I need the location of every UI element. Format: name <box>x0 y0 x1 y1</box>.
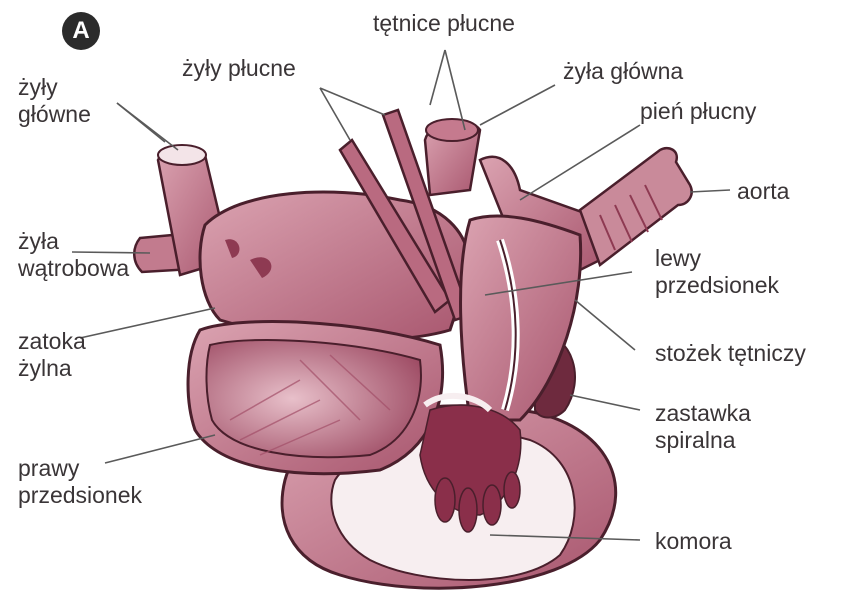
label-zyly-glowne: żyły główne <box>18 74 91 128</box>
label-zastawka-spiralna: zastawka spiralna <box>655 400 751 454</box>
label-zyla-watrobowa-line1: żyła <box>18 228 129 255</box>
label-zastawka-spiralna-line2: spiralna <box>655 427 751 454</box>
label-zyla-watrobowa-line2: wątrobowa <box>18 255 129 282</box>
label-zyly-glowne-line2: główne <box>18 101 91 128</box>
label-lewy-przedsionek-line1: lewy <box>655 245 779 272</box>
label-zyly-glowne-line1: żyły <box>18 74 91 101</box>
label-prawy-przedsionek: prawy przedsionek <box>18 455 142 509</box>
label-stozek-tetniczy: stożek tętniczy <box>655 340 806 367</box>
label-zyly-plucne: żyły płucne <box>182 55 296 82</box>
label-lewy-przedsionek: lewy przedsionek <box>655 245 779 299</box>
label-prawy-przedsionek-line2: przedsionek <box>18 482 142 509</box>
label-zatoka-zylna-line1: zatoka <box>18 328 86 355</box>
label-aorta: aorta <box>737 178 789 205</box>
label-prawy-przedsionek-line1: prawy <box>18 455 142 482</box>
label-zastawka-spiralna-line1: zastawka <box>655 400 751 427</box>
label-komora: komora <box>655 528 732 555</box>
label-lewy-przedsionek-line2: przedsionek <box>655 272 779 299</box>
label-zatoka-zylna-line2: żylna <box>18 355 86 382</box>
label-zyla-glowna: żyła główna <box>563 58 683 85</box>
panel-letter-badge: A <box>62 12 100 50</box>
label-zyla-watrobowa: żyła wątrobowa <box>18 228 129 282</box>
label-pien-plucny: pień płucny <box>640 98 756 125</box>
right-atrium-cavity <box>206 340 420 457</box>
label-zatoka-zylna: zatoka żylna <box>18 328 86 382</box>
label-tetnice-plucne: tętnice płucne <box>373 10 515 37</box>
